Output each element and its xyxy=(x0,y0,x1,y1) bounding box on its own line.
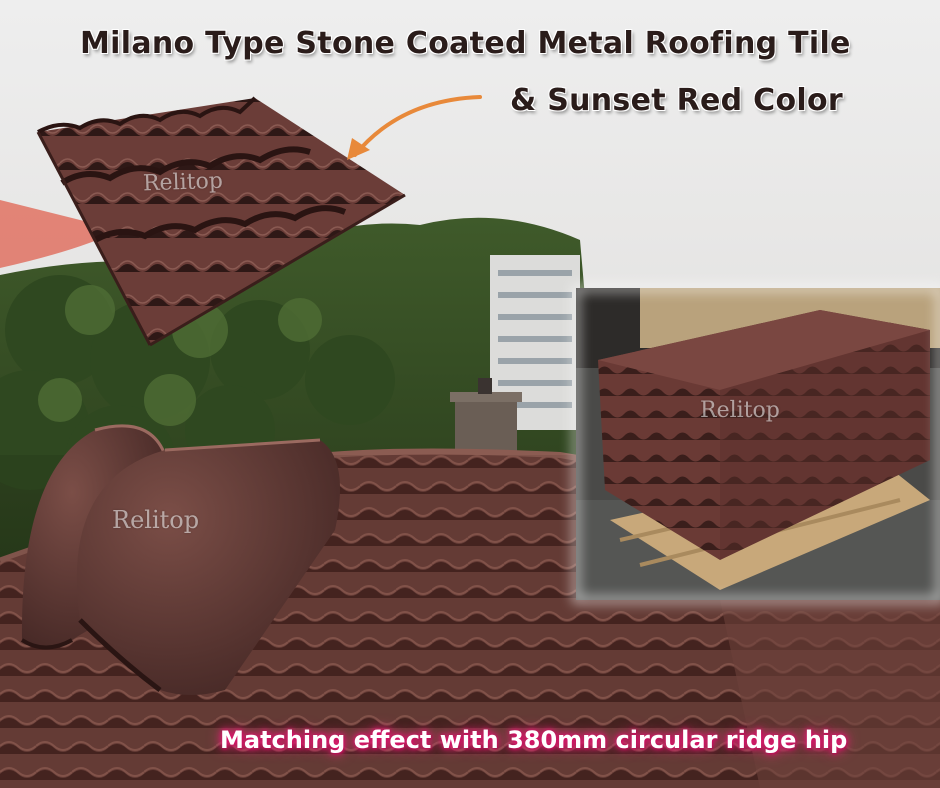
caption: Matching effect with 380mm circular ridg… xyxy=(220,726,848,754)
watermark-sheet: Relitop xyxy=(142,168,224,197)
headline-line-2: & Sunset Red Color xyxy=(510,83,843,118)
pallet-photo xyxy=(573,285,940,603)
ridge-hip-tiles xyxy=(20,424,341,695)
watermark-pallet: Relitop xyxy=(700,398,780,423)
curved-arrow-icon xyxy=(353,95,482,157)
headline-line-1: Milano Type Stone Coated Metal Roofing T… xyxy=(80,26,851,61)
watermark-ridge: Relitop xyxy=(112,506,200,534)
roofing-sheet xyxy=(36,96,406,347)
